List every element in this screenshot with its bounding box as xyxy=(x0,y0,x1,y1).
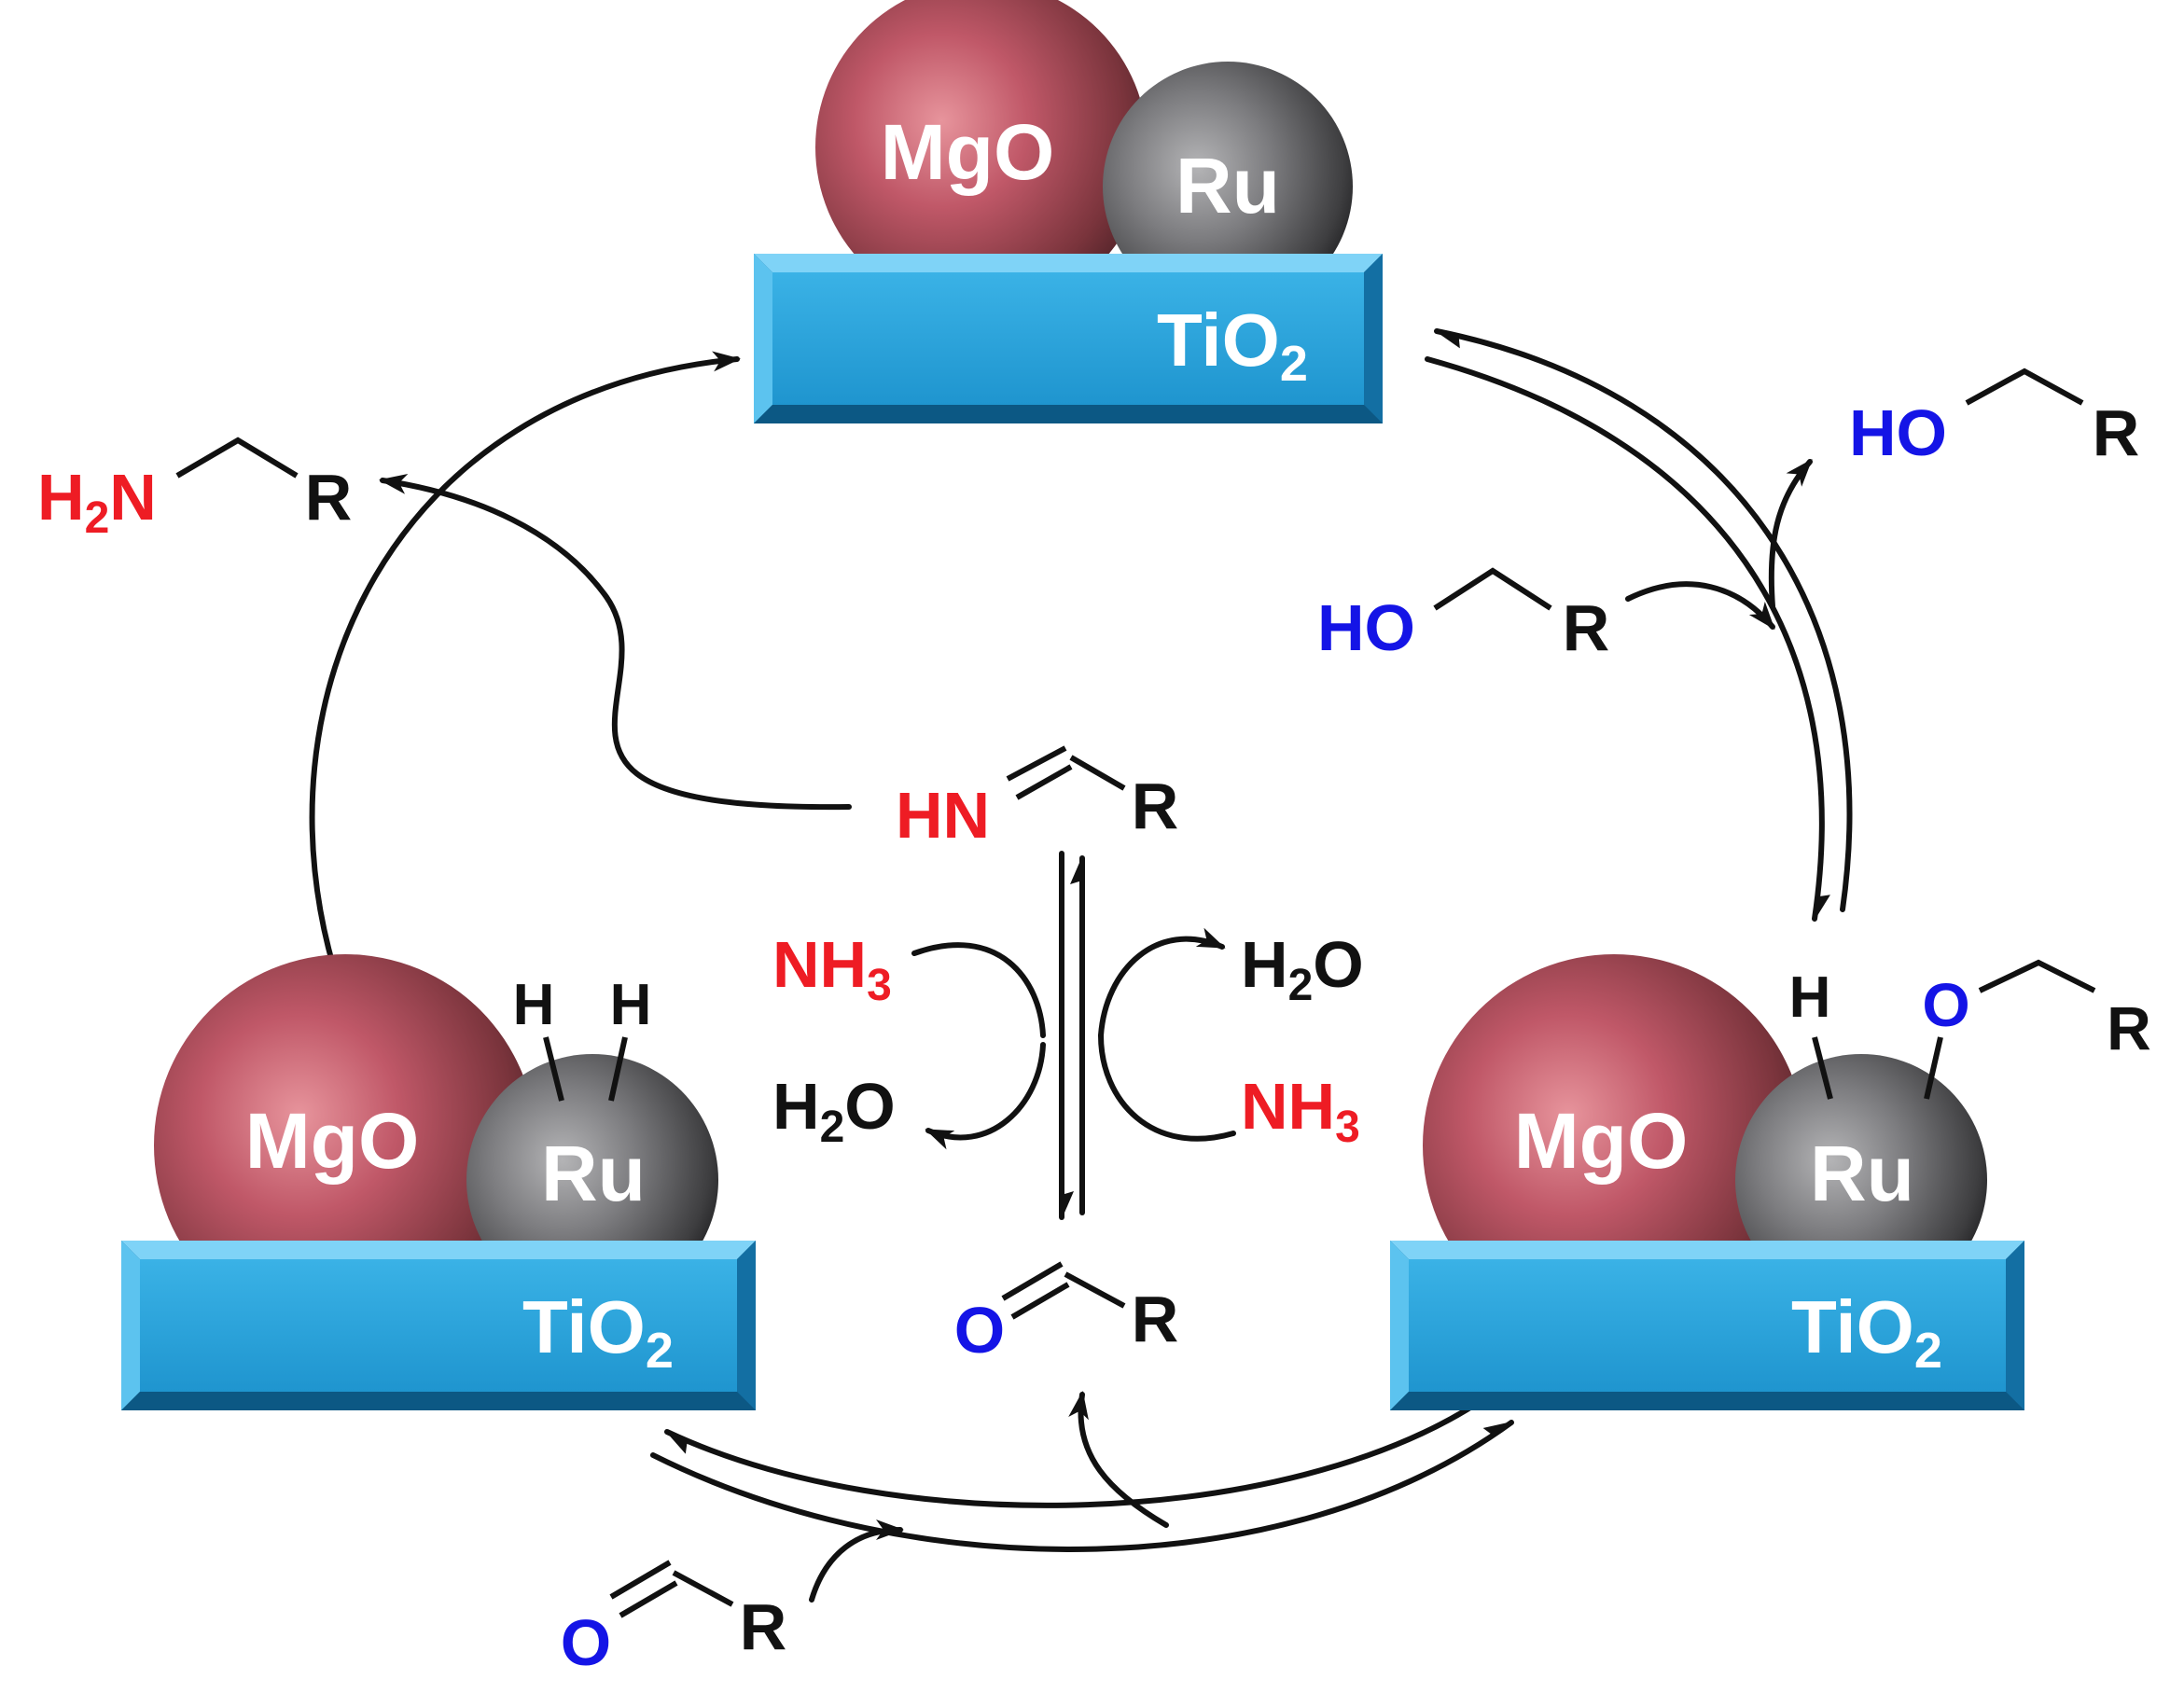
alcohol-substrate: HO R xyxy=(1317,567,1610,664)
arrow-right-to-top xyxy=(1434,328,1853,912)
amine-h2n: H2N xyxy=(37,461,157,543)
ru-label: Ru xyxy=(1810,1130,1914,1217)
imine-r: R xyxy=(1132,770,1179,842)
catalyst-left: MgO Ru TiO2 H H xyxy=(121,954,756,1410)
aldehyde-center: O R xyxy=(954,1261,1179,1367)
reagent-h2o-left: H2O xyxy=(772,1070,896,1152)
ru-label: Ru xyxy=(541,1130,646,1217)
amine-product: H2N R xyxy=(37,437,353,543)
reagent-nh3-left: NH3 xyxy=(772,928,892,1010)
tio2-main: TiO xyxy=(1157,298,1280,382)
tio2-label: TiO2 xyxy=(1791,1285,1942,1379)
ru-label: Ru xyxy=(1175,142,1280,229)
mgo-label: MgO xyxy=(1514,1097,1689,1185)
mgo-label: MgO xyxy=(245,1097,420,1185)
arrow-nh3-right xyxy=(1098,1033,1236,1142)
reagent-h2o-right: H2O xyxy=(1241,928,1364,1010)
ru-sphere xyxy=(1103,62,1353,312)
tio2-sub: 2 xyxy=(646,1323,674,1379)
arrow-left-to-top xyxy=(309,351,741,978)
amine-h: H xyxy=(37,461,85,534)
alkoxide-r: R xyxy=(2107,993,2151,1062)
reagent-nh3-right: NH3 xyxy=(1241,1070,1360,1152)
arrow-alcohol-in xyxy=(1625,581,1775,631)
hydride-h: H xyxy=(1789,965,1831,1030)
arrow-right-to-left xyxy=(664,1396,1486,1508)
tio2-support xyxy=(754,254,1383,423)
tio2-main: TiO xyxy=(522,1285,646,1368)
alcohol-ho: HO xyxy=(1849,396,1947,469)
tio2-label: TiO2 xyxy=(1157,298,1308,392)
hydride-h1: H xyxy=(513,973,555,1037)
arrow-aldehyde-out xyxy=(1068,1391,1169,1528)
aldehyde-o: O xyxy=(954,1294,1005,1367)
amine-r: R xyxy=(305,461,353,534)
alcohol-r: R xyxy=(1563,591,1610,664)
aldehyde-r: R xyxy=(1132,1283,1179,1355)
imine-intermediate: HN R xyxy=(896,745,1179,852)
aldehyde-o: O xyxy=(561,1606,611,1679)
mgo-label: MgO xyxy=(881,108,1055,196)
arrow-h2o-left xyxy=(925,1042,1046,1150)
tio2-support xyxy=(1390,1241,2024,1410)
aldehyde-r: R xyxy=(740,1590,787,1663)
imine-hn: HN xyxy=(896,779,990,852)
arrow-alcohol-out xyxy=(1768,458,1813,609)
arrow-top-to-right xyxy=(1425,356,1830,922)
alcohol-released: HO R xyxy=(1849,368,2140,469)
catalyst-top: MgO Ru TiO2 xyxy=(754,0,1383,423)
cycle-arrows xyxy=(309,328,1853,1603)
amine-n: N xyxy=(109,461,157,534)
catalyst-right: MgO Ru TiO2 H O R xyxy=(1390,954,2151,1410)
arrow-h2o-right xyxy=(1098,927,1226,1038)
alcohol-ho: HO xyxy=(1317,591,1415,664)
alkoxide-o: O xyxy=(1922,970,1969,1039)
tio2-sub: 2 xyxy=(1914,1323,1942,1379)
aldehyde-substrate: O R xyxy=(561,1560,787,1679)
tio2-label: TiO2 xyxy=(522,1285,674,1379)
hydride-h2: H xyxy=(610,973,652,1037)
tio2-sub: 2 xyxy=(1280,336,1308,392)
arrow-imine-to-amine xyxy=(379,473,852,811)
mgo-sphere xyxy=(815,0,1148,313)
arrow-aldehyde-in xyxy=(809,1520,904,1603)
alcohol-r: R xyxy=(2093,396,2140,469)
arrow-left-to-right xyxy=(650,1420,1514,1552)
ru-adsorbate-bonds xyxy=(1812,959,2096,1100)
tio2-support xyxy=(121,1241,756,1410)
arrow-nh3-left xyxy=(911,942,1046,1038)
ru-h-bonds xyxy=(543,1036,628,1102)
tio2-main: TiO xyxy=(1791,1285,1914,1368)
amine-sub: 2 xyxy=(85,493,110,543)
